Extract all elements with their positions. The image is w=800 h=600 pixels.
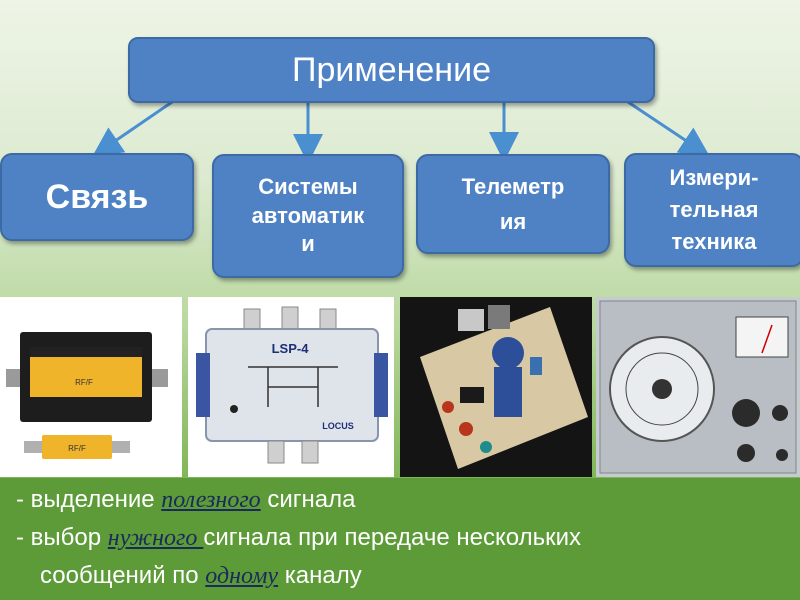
category-box-telemetriya: Телеметр ия	[416, 154, 610, 254]
rf-label-large: RF/F	[75, 378, 93, 387]
bullet-line-1: - выделение полезного сигнала	[16, 486, 356, 513]
bullet-area	[0, 478, 800, 600]
category-label: Измери- тельная техника	[669, 165, 759, 254]
lsp-label: LSP-4	[272, 341, 310, 356]
category-box-sistemy-avtomatiki: Системы автоматик и	[212, 154, 404, 278]
category-box-izmeritelnaya-tekhnika: Измери- тельная техника	[624, 153, 800, 267]
arrow-to-izmeritelnaya	[624, 98, 710, 157]
connector-arrows	[92, 98, 710, 164]
title-box: Применение	[128, 37, 655, 103]
category-label: Связь	[45, 177, 149, 216]
photo-measuring-instrument	[596, 297, 800, 477]
locus-label: LOCUS	[322, 421, 354, 431]
bullet-line-3: сообщений по одному каналу	[40, 562, 362, 589]
photo-lsp4-splitter: LSP-4 LOCUS	[188, 297, 394, 477]
category-label: Системы автоматик и	[251, 174, 365, 257]
photo-circuit-board	[400, 297, 592, 477]
category-label: Телеметр ия	[461, 173, 565, 234]
title-text: Применение	[292, 50, 491, 89]
photo-filter-device: RF/F RF/F	[0, 297, 182, 477]
category-box-svyaz: Связь	[0, 153, 194, 241]
bullet-line-2: - выбор нужного сигнала при передаче нес…	[16, 524, 582, 551]
rf-label-small: RF/F	[68, 444, 86, 453]
arrow-to-svyaz	[92, 98, 176, 157]
